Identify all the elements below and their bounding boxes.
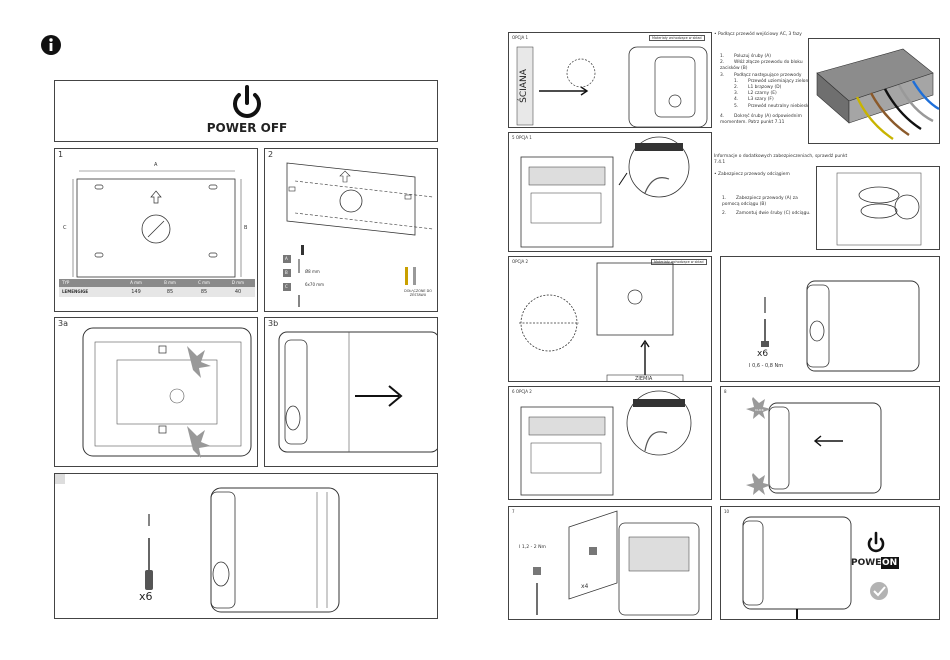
step-number: 3a [58, 319, 68, 328]
table-cell: 85 [166, 289, 174, 295]
instruction-title: • Zabezpiecz przewody odciągiem [714, 172, 790, 177]
table-header: C mm [198, 280, 210, 285]
torque-label: I 1,2 - 2 Nm [519, 545, 546, 550]
step-number: 10 [724, 509, 730, 514]
on-label: ON [882, 558, 898, 568]
materials-note: Materiały wchodzące w skład [649, 35, 705, 41]
instruction-item: 2.Włóż złącze przewodu do bloku zacisków… [720, 60, 803, 72]
screw-size-label: 6x70 mm [305, 282, 325, 287]
wire-item: 1.Przewód uziemiający zielono żółty (C) [734, 78, 831, 84]
legend-key: B [285, 270, 288, 275]
materials-note: Materiały wchodzące w skład [651, 259, 707, 265]
charger-power-on-drawing [742, 516, 899, 619]
wire-item: 2.L1 brązowy (D) [734, 85, 782, 91]
connect-instructions: • Podłącz przewód wejściowy AC, 3 fazy 1… [714, 32, 847, 182]
step-4-panel: x6 [54, 473, 438, 619]
snap-cover-drawing [746, 397, 882, 495]
opcja-2-box-panel: 6 OPCJA 2 [508, 386, 712, 500]
table-cell: LEMENGIGE [62, 289, 89, 294]
info-note: Informacje o dodatkowych zabezpieczeniac… [714, 154, 848, 166]
step-number: 7 [512, 509, 515, 514]
legend-key: C [285, 284, 288, 289]
power-icon [233, 85, 261, 118]
instruction-item: 2.Zamontuj dwie śruby (C) odciągu. [722, 211, 811, 217]
strain-relief-figure [816, 166, 940, 250]
step-7-mount-panel: 7 I 1,2 - 2 Nm x4 [508, 506, 712, 620]
dimension-table: TYP A mm B mm C mm D mm LEMENGIGE 149 85… [59, 279, 255, 297]
strain-relief-drawing [836, 172, 922, 246]
step-number: 2 [268, 150, 274, 159]
option-title: 5 OPCJA 1 [512, 135, 532, 140]
internal-wiring-drawing [520, 390, 692, 496]
wire-item: 3.L2 czarny (E) [734, 91, 777, 97]
step-10-power-on-panel: 10 POWER ON [720, 506, 940, 620]
table-header: B mm [164, 280, 176, 285]
dim-b-label: B [244, 225, 248, 231]
terminal-block-figure [808, 38, 940, 144]
screw-count: x6 [139, 590, 153, 603]
step-1-panel: 1 A B C TYP A mm B mm C mm D mm LEMENGIG… [54, 148, 258, 312]
wire-item: 5.Przewód neutralny niebieski (G) [734, 103, 819, 109]
close-cover-screws-drawing [761, 280, 920, 372]
opcja-1-box-panel: 5 OPCJA 1 [508, 132, 712, 252]
mount-on-plate-drawing [533, 510, 700, 616]
wall-entry-drawing [516, 46, 708, 127]
ground-entry-drawing [519, 262, 684, 381]
table-cell: 149 [131, 289, 141, 295]
instruction-title: • Podłącz przewód wejściowy AC, 3 fazy [714, 32, 802, 37]
internal-wiring-drawing [520, 136, 690, 248]
info-icon [40, 34, 62, 56]
step-2-panel: 2 A B C Ø8 mm 6x70 mm DOŁĄCZONE DO ZESTA… [264, 148, 438, 312]
power-label: POWER [851, 558, 889, 568]
mounting-plate-drawing [59, 170, 255, 297]
open-charger-drawing [82, 327, 252, 458]
instruction-item: 1.Zabezpiecz przewody (A) za pomocą odci… [722, 196, 798, 208]
table-cell: 40 [234, 289, 242, 295]
step-3a-panel: 3a [54, 317, 258, 467]
opcja-1-wall-panel: OPCJA 1 Materiały wchodzące w skład ŚCIA… [508, 32, 712, 128]
option-title: 6 OPCJA 2 [512, 389, 532, 394]
instruction-item: 4.Dokręć śruby (A) odpowiednim momentem.… [720, 113, 802, 126]
terminal-block-drawing [816, 48, 940, 140]
table-cell: 85 [200, 289, 208, 295]
option-title: OPCJA 1 [512, 35, 529, 40]
dim-c-label: C [63, 225, 67, 231]
table-header: TYP [62, 280, 70, 285]
table-header: A mm [130, 280, 142, 285]
wall-label: ŚCIANA [518, 69, 529, 103]
instruction-item: 3.Podłącz następujące przewody [720, 72, 802, 78]
step-3b-panel: 3b [264, 317, 438, 467]
dim-a-label: A [154, 162, 158, 168]
remove-cover-drawing [278, 331, 437, 453]
ground-label: ZIEMIA [635, 376, 653, 382]
step-torque-panel: x6 I 0,6 - 0,8 Nm [720, 256, 940, 382]
step-8-click-panel: 8 CLICK [720, 386, 940, 500]
option-title: OPCJA 2 [512, 259, 529, 264]
wall-drilling-drawing [283, 162, 434, 307]
table-header: D mm [231, 280, 245, 285]
wire-item: 4.L3 szary (F) [734, 97, 774, 103]
power-off-label: POWER OFF [206, 121, 288, 135]
screw-count: x6 [757, 349, 769, 359]
included-note: DOŁĄCZONE DO ZESTAWU [404, 289, 432, 297]
screw-count: x4 [581, 583, 589, 590]
charger-screws-drawing [55, 474, 340, 613]
step-number: 3b [268, 319, 279, 328]
step-number: 1 [58, 150, 64, 159]
secure-instructions: • Zabezpiecz przewody odciągiem 1.Zabezp… [714, 172, 814, 232]
step-number: 8 [724, 389, 727, 394]
power-off-panel: POWER OFF [54, 80, 438, 142]
torque-label: I 0,6 - 0,8 Nm [749, 363, 784, 369]
instruction-item: 1.Poluzuj śruby (A) [720, 54, 771, 59]
legend-key: A [285, 256, 288, 261]
click-badge: CLICK [755, 408, 764, 412]
drill-size-label: Ø8 mm [305, 269, 320, 274]
opcja-2-ground-panel: OPCJA 2 Materiały wchodzące w skład ZIEM… [508, 256, 712, 382]
